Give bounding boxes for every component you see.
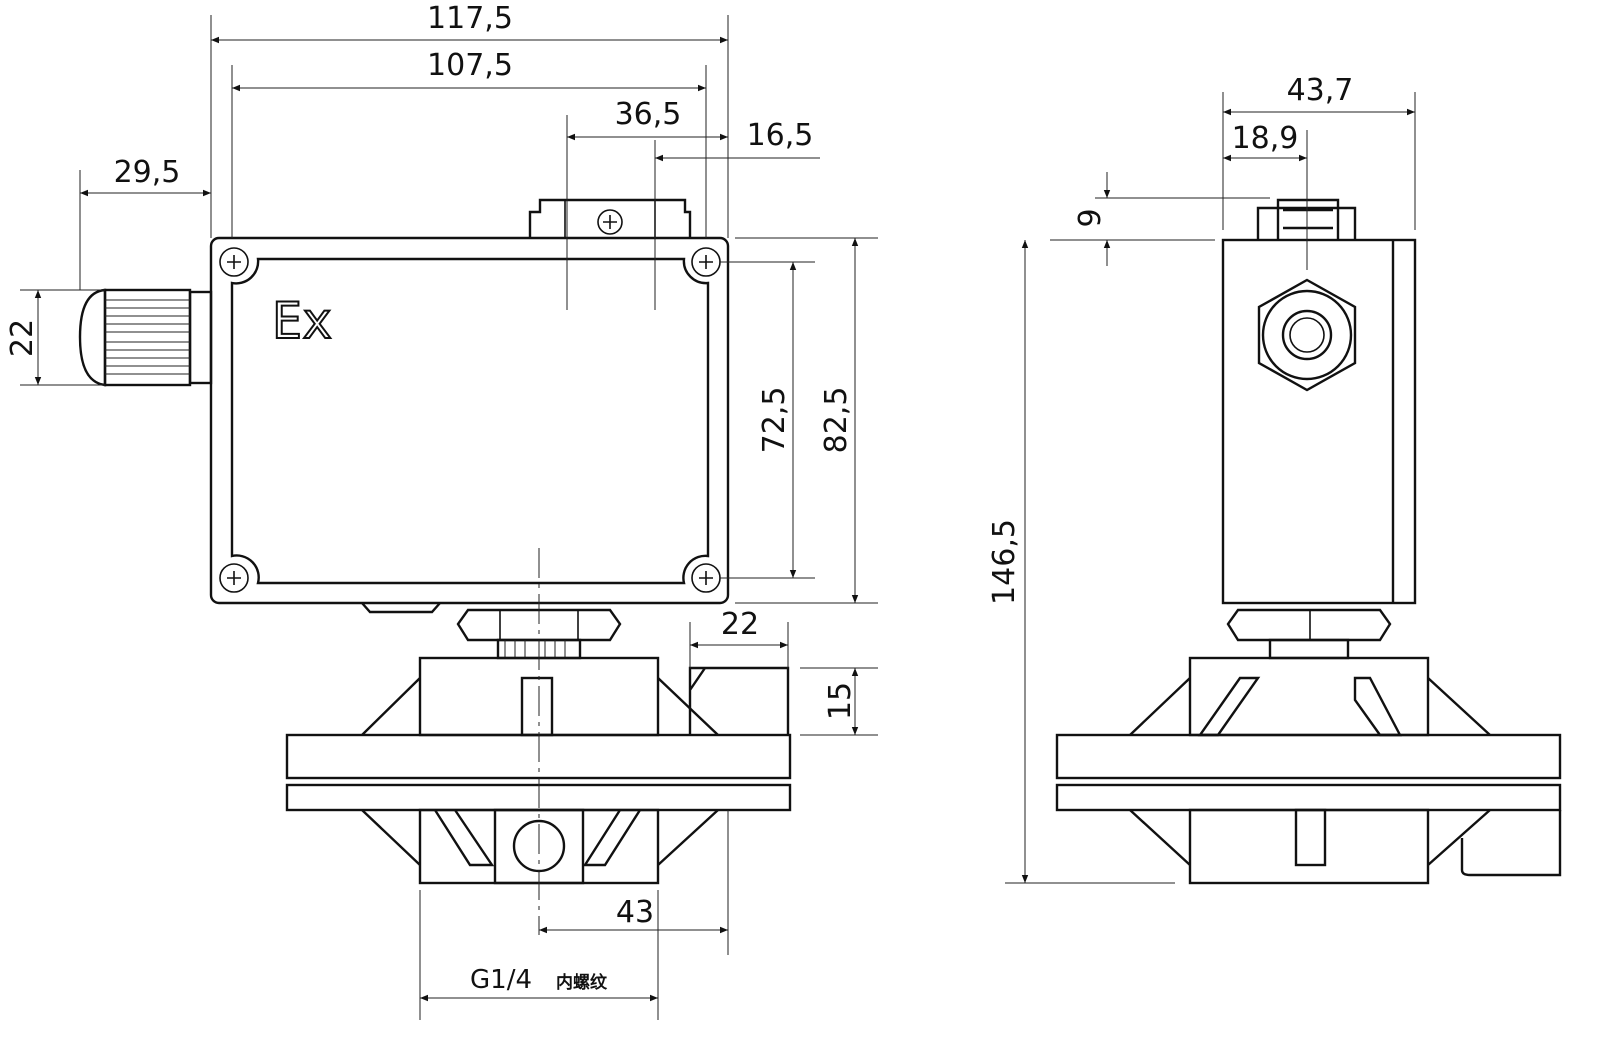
dim-screw-height: 72,5: [757, 387, 792, 454]
enclosure-body: [209, 236, 730, 605]
thread-note: 内螺纹: [556, 972, 608, 993]
dim-gland-length: 29,5: [114, 155, 181, 190]
dim-overall-height: 146,5: [987, 519, 1022, 605]
side-flange-upper: [1055, 733, 1562, 780]
ex-marking: Ex: [272, 292, 332, 350]
dim-gland-diameter: 22: [5, 319, 40, 357]
dim-box-height: 82,5: [819, 387, 854, 454]
side-enclosure: [1221, 238, 1417, 605]
cable-gland: [78, 288, 213, 387]
lower-housing: [361, 808, 719, 885]
dim-tab-height: 15: [823, 682, 858, 720]
side-flange-lower: [1055, 783, 1562, 812]
side-hex-nut: [1226, 608, 1392, 642]
side-dimensions: 43,7 18,9 9 146,5: [987, 73, 1416, 884]
dim-bracket-offset: 36,5: [615, 97, 682, 132]
side-cable-gland: [1257, 278, 1357, 392]
side-lower-housing: [1129, 808, 1562, 885]
dim-fitting-offset: 18,9: [1232, 121, 1299, 156]
dim-tab-width: 22: [721, 607, 759, 642]
enclosure-lid: [230, 257, 710, 585]
dim-screw-width: 107,5: [427, 48, 513, 83]
dim-bracket-center: 16,5: [747, 118, 814, 153]
thread-label: G1/4: [470, 965, 532, 995]
side-upper-housing: [1129, 656, 1491, 737]
screw-icon: [219, 563, 249, 593]
side-thread: [1268, 638, 1350, 660]
hex-nut: [456, 608, 622, 642]
bottom-lip: [361, 602, 441, 614]
dim-fitting-height: 9: [1073, 208, 1108, 227]
screw-icon: [219, 247, 249, 277]
mounting-bracket: [528, 198, 692, 238]
dim-overall-width: 117,5: [427, 1, 513, 36]
front-dimensions: 117,5 107,5 36,5 16,5 29,5 22 72,5 82,5 …: [5, 1, 878, 1020]
side-view: 43,7 18,9 9 146,5: [987, 73, 1562, 885]
dim-depth: 43,7: [1287, 73, 1354, 108]
upper-housing: [361, 656, 790, 737]
dim-port-offset: 43: [616, 895, 654, 930]
front-view: Ex 117,5 107,5: [5, 1, 878, 1020]
screw-icon: [691, 563, 721, 593]
screw-icon: [691, 247, 721, 277]
